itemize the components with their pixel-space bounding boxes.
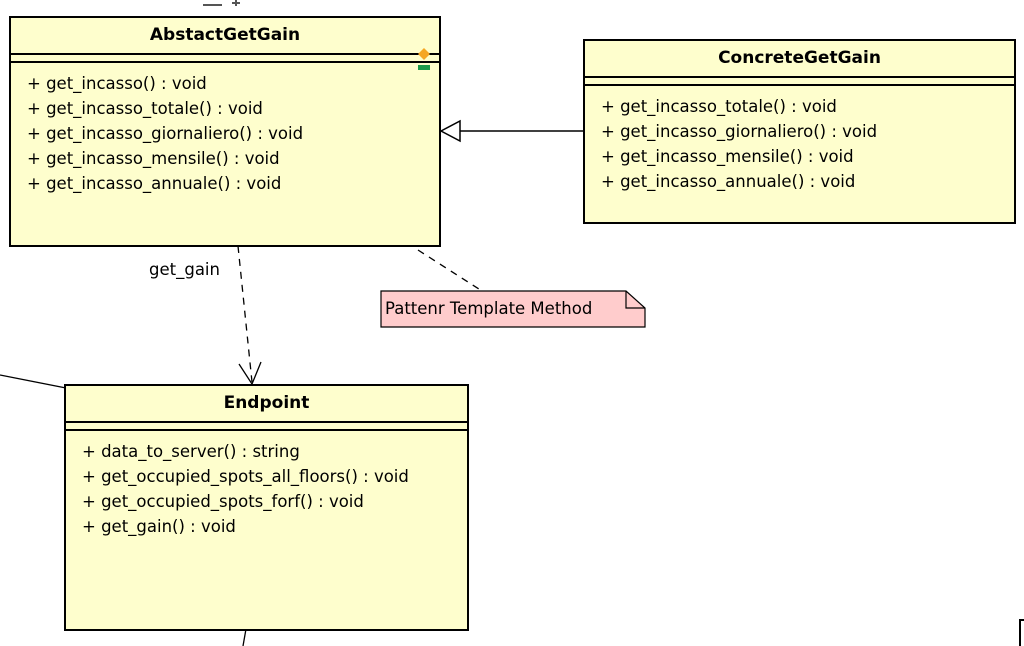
operation-item: + get_incasso_totale() : void xyxy=(27,99,263,118)
operation-item: + get_incasso() : void xyxy=(27,74,207,93)
note-template-method[interactable]: Pattenr Template Method xyxy=(380,290,646,328)
class-name: ConcreteGetGain xyxy=(718,48,881,68)
operation-item: + get_occupied_spots_forf() : void xyxy=(82,492,364,511)
operation-item: + get_incasso_totale() : void xyxy=(601,97,837,116)
class-concrete-get-gain[interactable]: ConcreteGetGain + get_incasso_totale() :… xyxy=(583,39,1016,224)
dependency-line xyxy=(237,245,253,383)
class-name: AbstactGetGain xyxy=(149,25,301,45)
operation-item: + get_incasso_mensile() : void xyxy=(601,147,854,166)
offscreen-connector-fragment-top xyxy=(203,0,240,6)
operation-item: + data_to_server() : string xyxy=(82,442,300,461)
operations-compartment: + data_to_server() : string + get_occupi… xyxy=(66,431,467,539)
attributes-compartment xyxy=(11,53,439,63)
attributes-compartment xyxy=(585,76,1014,86)
operation-item: + get_incasso_mensile() : void xyxy=(27,149,280,168)
operation-item: + get_incasso_giornaliero() : void xyxy=(27,124,304,143)
offscreen-connector-bottom xyxy=(242,628,247,646)
dependency-label: get_gain xyxy=(149,260,220,279)
attributes-compartment xyxy=(66,421,467,431)
note-link-line xyxy=(417,249,483,292)
operation-item: + get_occupied_spots_all_floors() : void xyxy=(82,467,409,486)
note-text: Pattenr Template Method xyxy=(385,299,593,318)
class-endpoint[interactable]: Endpoint + data_to_server() : string + g… xyxy=(64,384,469,631)
class-abstract-get-gain[interactable]: AbstactGetGain + get_incasso() : void + … xyxy=(9,16,441,247)
visibility-marker-icon xyxy=(418,48,430,70)
operation-item: + get_gain() : void xyxy=(82,517,236,536)
note-shape xyxy=(380,290,646,328)
operation-item: + get_incasso_annuale() : void xyxy=(27,174,282,193)
offscreen-element-fragment xyxy=(1019,619,1024,646)
class-name: Endpoint xyxy=(223,393,310,413)
operation-item: + get_incasso_annuale() : void xyxy=(601,172,856,191)
generalization-arrowhead xyxy=(439,119,461,143)
operation-item: + get_incasso_giornaliero() : void xyxy=(601,122,878,141)
offscreen-connector-left xyxy=(0,374,67,389)
operations-compartment: + get_incasso() : void + get_incasso_tot… xyxy=(11,63,439,196)
operations-compartment: + get_incasso_totale() : void + get_inca… xyxy=(585,86,1014,194)
